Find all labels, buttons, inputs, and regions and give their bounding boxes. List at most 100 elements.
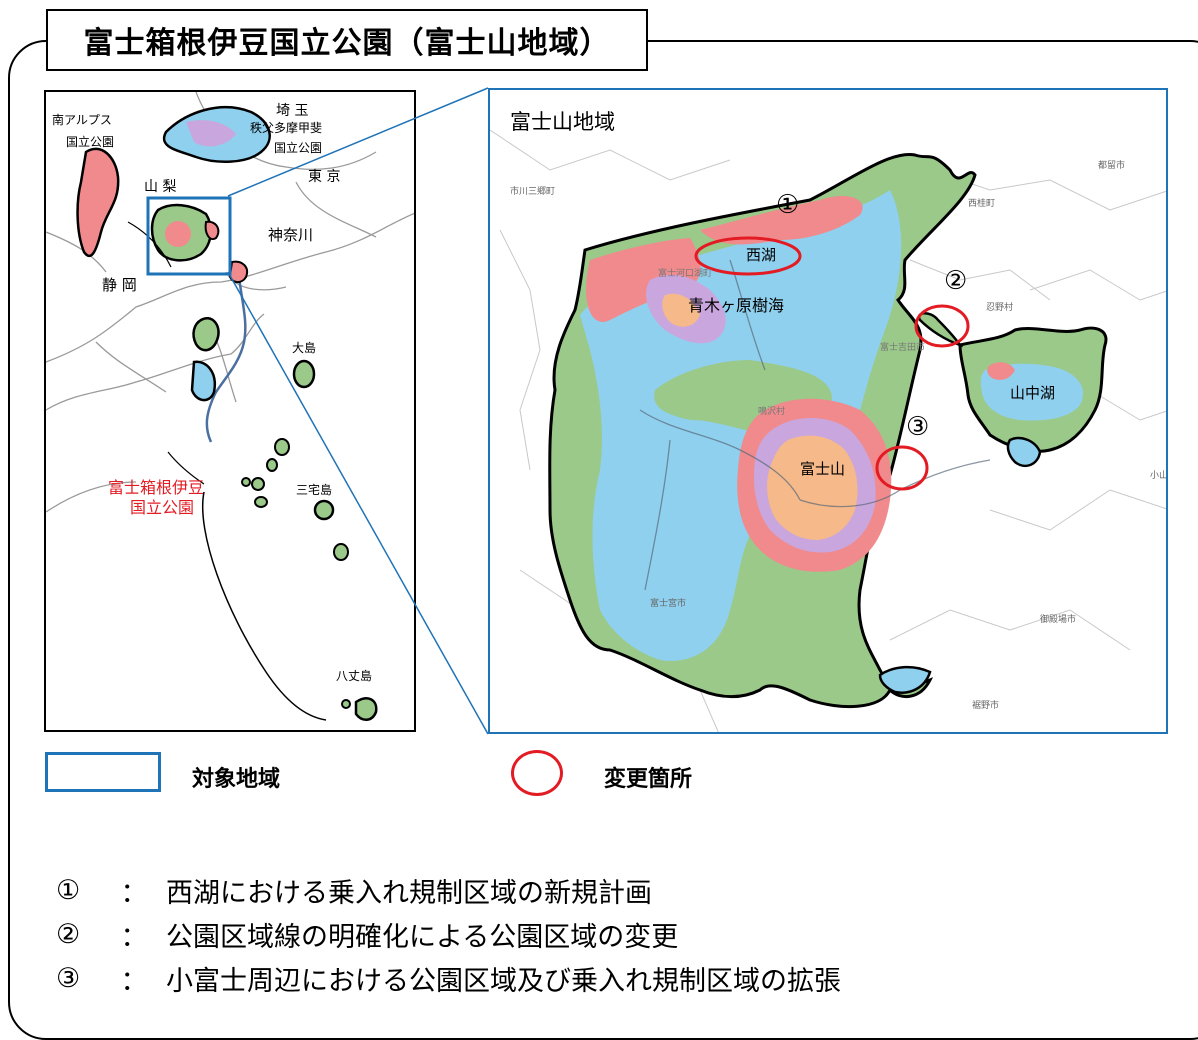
overview-map: 南アルプス 国立公園 埼 玉 秩父多摩甲斐 国立公園 山 梨 東 京 神奈川 静… xyxy=(44,90,416,732)
detail-map-graphic xyxy=(490,129,1166,732)
kozushima-shape xyxy=(251,477,265,491)
road-1 xyxy=(639,409,801,501)
label-yamanashi: 山 梨 xyxy=(144,179,177,195)
overview-map-graphic xyxy=(46,92,414,721)
legend-target-area-swatch xyxy=(45,752,161,792)
label-narusawa: 鳴沢村 xyxy=(758,407,786,417)
label-shizuoka: 静 岡 xyxy=(102,276,137,294)
brace-middle-stroke xyxy=(167,451,205,485)
change-marker-circle-2 xyxy=(914,304,970,348)
page-title: 富士箱根伊豆国立公園（富士山地域） xyxy=(83,26,611,61)
izu-park-shape-1 xyxy=(192,317,220,352)
susono-lobe xyxy=(878,665,932,694)
note-number: ② xyxy=(56,918,81,950)
note-separator: ： xyxy=(120,965,148,997)
label-minami-alps: 南アルプス xyxy=(52,113,112,127)
label-miyakejima: 三宅島 xyxy=(296,483,333,497)
boundary-shizuoka xyxy=(95,341,167,393)
miyakejima-shape xyxy=(313,499,335,521)
minami-alps-shape xyxy=(76,147,120,258)
label-fujisan: 富士山 xyxy=(800,460,846,478)
coastline-south xyxy=(46,313,265,411)
note-item-2: ② ： 公園区域線の明確化による公園区域の変更 xyxy=(56,912,841,956)
legend-target-area-label: 対象地域 xyxy=(192,767,281,792)
municipal-boundary-7 xyxy=(989,489,1166,531)
note-text: 公園区域線の明確化による公園区域の変更 xyxy=(166,921,679,953)
label-nishikatsura: 西桂町 xyxy=(968,199,996,209)
label-oyama: 小山 xyxy=(1150,471,1168,481)
note-separator: ： xyxy=(120,877,148,909)
municipal-boundary-3 xyxy=(909,259,1051,301)
label-hachijojima: 八丈島 xyxy=(336,669,373,683)
hachijo-kojima-shape xyxy=(341,699,351,709)
label-saiko: 西湖 xyxy=(746,246,777,264)
note-item-1: ① ： 西湖における乗入れ規制区域の新規計画 xyxy=(56,868,841,912)
izu-coast-outline xyxy=(205,276,247,443)
note-number: ③ xyxy=(56,962,81,994)
detail-map: 富士山地域 市川三郷町 都留市 西桂町 忍野村 富士河口湖町 富士吉田市 鳴沢村… xyxy=(488,88,1168,734)
marker-2: ② xyxy=(944,266,968,296)
legend-change-location-label: 変更箇所 xyxy=(604,767,693,792)
label-oshima: 大島 xyxy=(292,341,317,355)
zone-orange-fujisan xyxy=(767,435,858,540)
coastline-main xyxy=(46,212,414,363)
zone-pink-aokigahara xyxy=(586,238,701,322)
islet-shape xyxy=(241,477,251,487)
change-marker-circle-1 xyxy=(694,236,802,276)
note-text: 小富士周辺における公園区域及び乗入れ規制区域の拡張 xyxy=(166,965,841,997)
municipal-boundary-6 xyxy=(889,609,1131,651)
fuji-area-zone xyxy=(165,221,191,247)
title-box: 富士箱根伊豆国立公園（富士山地域） xyxy=(46,9,648,71)
label-saitama: 埼 玉 xyxy=(276,103,309,119)
hachijojima-shape xyxy=(354,697,378,721)
note-text: 西湖における乗入れ規制区域の新規計画 xyxy=(166,877,652,909)
niijima-shape xyxy=(266,458,278,472)
label-gotemba: 御殿場市 xyxy=(1040,615,1077,625)
note-item-3: ③ ： 小富士周辺における公園区域及び乗入れ規制区域の拡張 xyxy=(56,956,841,1000)
label-ichikawamisato: 市川三郷町 xyxy=(510,187,556,197)
brace-upper-stroke xyxy=(127,221,172,268)
label-chichibu: 秩父多摩甲斐 xyxy=(250,121,323,135)
yamanakako-shape xyxy=(204,220,220,240)
target-area-rect xyxy=(146,196,232,276)
toshima-shape xyxy=(274,438,290,456)
marker-1: ① xyxy=(776,190,800,220)
izu-park-shape-2 xyxy=(190,360,217,402)
road-4 xyxy=(644,439,671,591)
label-region: 富士山地域 xyxy=(510,110,615,134)
municipal-boundary-4 xyxy=(1029,269,1166,301)
shikinejima-shape xyxy=(254,496,268,508)
yamanakako-zone-pink xyxy=(987,362,1015,380)
note-number: ① xyxy=(56,874,81,906)
label-aokigahara: 青木ヶ原樹海 xyxy=(688,296,785,315)
oshima-shape xyxy=(292,359,316,389)
marker-3: ③ xyxy=(906,412,930,442)
label-tsuru: 都留市 xyxy=(1098,161,1126,171)
mikurajima-shape xyxy=(333,543,349,561)
municipal-boundary-9 xyxy=(1089,389,1166,421)
zone-orange-jukai xyxy=(662,293,700,327)
boundary-west xyxy=(46,231,107,273)
label-park-name-line2: 国立公園 xyxy=(129,498,194,517)
label-fujinomiya: 富士宮市 xyxy=(650,599,687,609)
municipal-boundary-1 xyxy=(490,129,731,181)
label-tokyo: 東 京 xyxy=(308,169,341,185)
yamanakako-south-lobe xyxy=(1006,436,1042,468)
chichibu-park-zone xyxy=(186,120,236,147)
label-oshino: 忍野村 xyxy=(986,303,1014,313)
label-fujikawaguchiko: 富士河口湖町 xyxy=(658,269,713,279)
label-kanagawa: 神奈川 xyxy=(268,226,314,244)
hakone-shape xyxy=(228,260,248,284)
label-kokuritsu-koen-2: 国立公園 xyxy=(274,141,323,155)
brace-lower-stroke xyxy=(202,491,327,721)
label-susono: 裾野市 xyxy=(972,701,1000,711)
label-kokuritsu-koen-1: 国立公園 xyxy=(66,135,115,149)
note-separator: ： xyxy=(120,921,148,953)
label-yamanakako: 山中湖 xyxy=(1010,384,1056,402)
label-fujiyoshida: 富士吉田市 xyxy=(880,343,926,353)
zone-pink-saiko xyxy=(700,195,863,245)
coast-izu-west xyxy=(46,481,137,513)
road-3 xyxy=(729,259,766,371)
municipal-boundary-8 xyxy=(499,229,541,471)
legend-change-location-swatch xyxy=(511,750,563,796)
